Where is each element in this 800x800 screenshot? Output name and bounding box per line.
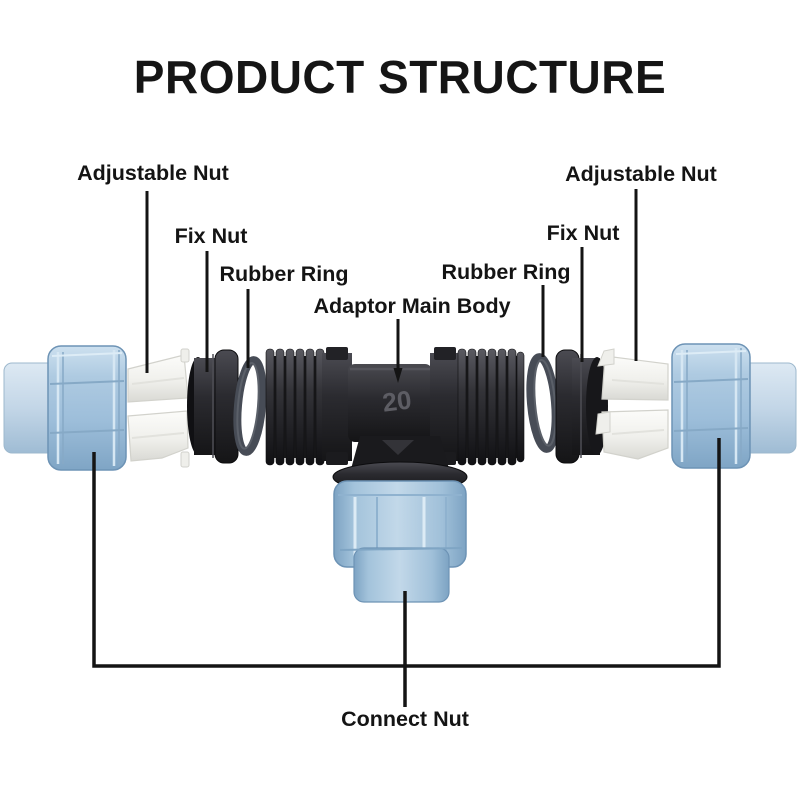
- detail-line: [675, 350, 747, 355]
- detail-line: [236, 361, 260, 450]
- right-split-ring-bottom: [601, 409, 669, 460]
- left-split-ring-tab: [180, 348, 190, 363]
- right-adjustable-nut-part: [595, 348, 669, 460]
- right-rubber-ring-part: [526, 353, 560, 453]
- detail-line: [131, 432, 185, 439]
- left-rubber-ring-part: [233, 356, 267, 456]
- detail-line: [131, 377, 185, 385]
- right-split-ring-tab: [597, 348, 615, 367]
- rubber-ring-right-label: Rubber Ring: [442, 260, 571, 284]
- fix-nut-left-label: Fix Nut: [175, 224, 248, 248]
- detail-line: [49, 429, 125, 434]
- detail-line: [611, 429, 665, 435]
- right-cap-body: [671, 343, 751, 469]
- left-cap-body: [47, 345, 127, 471]
- left-split-ring-top: [127, 354, 189, 403]
- adjustable-nut-right-label: Adjustable Nut: [565, 162, 717, 186]
- fix-nut-right-label: Fix Nut: [547, 221, 620, 245]
- left-connect-nut-part: [3, 345, 127, 471]
- right-threads: [457, 348, 525, 466]
- detail-line: [673, 427, 749, 432]
- left-split-ring-tab: [180, 451, 190, 468]
- bottom-connect-nut-part: [333, 480, 467, 603]
- left-collar-tab-bottom: [326, 452, 348, 465]
- center-barrel: [348, 364, 432, 442]
- size-marking: 20: [381, 384, 413, 417]
- bottom-nut-lower: [353, 547, 450, 603]
- detail-line: [49, 380, 125, 385]
- left-adjustable-nut-part: [127, 348, 190, 468]
- connect-nut-label: Connect Nut: [341, 707, 469, 731]
- left-collar: [322, 353, 352, 461]
- left-collar-tab-top: [326, 347, 348, 360]
- detail-line: [533, 358, 557, 447]
- right-split-ring-top: [601, 355, 669, 401]
- right-split-ring-tab: [595, 411, 611, 435]
- adjustable-nut-left-label: Adjustable Nut: [77, 161, 229, 185]
- left-fix-nut-part: [187, 349, 239, 464]
- adaptor-main-body-label: Adaptor Main Body: [313, 294, 510, 318]
- right-collar-tab-top: [434, 347, 456, 360]
- left-threads: [265, 348, 325, 466]
- adaptor-main-body-part: 20: [265, 347, 525, 493]
- detail-line: [51, 352, 123, 357]
- right-fix-nut-part: [555, 349, 608, 464]
- detail-line: [611, 379, 665, 385]
- right-connect-nut-part: [671, 343, 797, 469]
- adaptor-main-body-arrow: [393, 319, 403, 383]
- arrowhead-icon: [393, 368, 403, 383]
- detail-line: [382, 440, 414, 455]
- rubber-ring-left-label: Rubber Ring: [220, 262, 349, 286]
- detail-line: [673, 378, 749, 383]
- page-title: PRODUCT STRUCTURE: [133, 51, 667, 103]
- detail-line: [339, 547, 463, 551]
